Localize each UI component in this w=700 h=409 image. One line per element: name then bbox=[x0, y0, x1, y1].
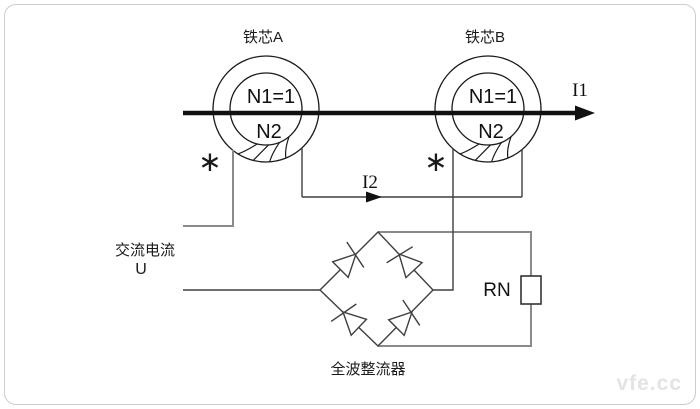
wire-resistor-to-bridge-minus bbox=[378, 304, 532, 347]
core-a-outer-ring bbox=[212, 55, 320, 163]
i2-current-label: I2 bbox=[362, 172, 378, 193]
diode-lower-right bbox=[387, 299, 421, 337]
diode-lower-left-cathode-bar bbox=[330, 303, 357, 322]
core-b-inner-ring bbox=[451, 72, 525, 146]
diode-lower-right-cathode-bar bbox=[402, 299, 421, 326]
watermark: vfe.cc bbox=[616, 372, 682, 395]
diode-upper-left bbox=[331, 241, 365, 279]
core-b bbox=[434, 55, 542, 163]
core-a-n1-label: N1=1 bbox=[247, 86, 295, 108]
wire-core-a-left-lead bbox=[183, 150, 234, 227]
diode-upper-left-triangle bbox=[331, 252, 358, 279]
core-a-title: 铁芯A bbox=[243, 29, 283, 46]
core-b-n2-label: N2 bbox=[478, 121, 504, 143]
wire-core-b-left-lead-to-bridge bbox=[433, 149, 454, 291]
diode-lower-left-triangle bbox=[341, 310, 368, 337]
core-b-title: 铁芯B bbox=[465, 29, 505, 46]
diode-upper-left-cathode-bar bbox=[346, 241, 365, 268]
ac-source-symbol: U bbox=[135, 261, 147, 278]
core-a bbox=[212, 55, 320, 163]
diode-upper-right-cathode-bar bbox=[386, 246, 414, 264]
core-b-n1-label: N1=1 bbox=[469, 86, 517, 108]
core-a-inner-ring bbox=[229, 72, 303, 146]
diode-upper-right bbox=[386, 246, 424, 279]
core-b-winding-coil bbox=[459, 136, 512, 163]
core-a-winding-coil bbox=[237, 136, 290, 163]
burden-resistor bbox=[520, 275, 542, 305]
rectifier-caption: 全波整流器 bbox=[330, 360, 405, 378]
bridge-rectifier bbox=[319, 230, 434, 347]
core-a-n2-label: N2 bbox=[256, 121, 282, 143]
diode-lower-right-triangle bbox=[387, 310, 414, 337]
diode-upper-right-triangle bbox=[397, 252, 424, 279]
i1-arrowhead bbox=[575, 105, 595, 121]
core-b-polarity-mark: ∗ bbox=[424, 145, 447, 178]
wire-bridge-plus-to-resistor bbox=[378, 231, 532, 276]
i1-current-label: I1 bbox=[572, 80, 588, 101]
ac-source-label: 交流电流 bbox=[115, 241, 175, 259]
i2-arrowhead bbox=[366, 191, 382, 203]
core-a-polarity-mark: ∗ bbox=[198, 145, 221, 178]
burden-resistor-label: RN bbox=[483, 280, 510, 301]
core-b-outer-ring bbox=[434, 55, 542, 163]
bridge-diamond-outline bbox=[319, 230, 434, 347]
diode-lower-left bbox=[330, 303, 368, 337]
